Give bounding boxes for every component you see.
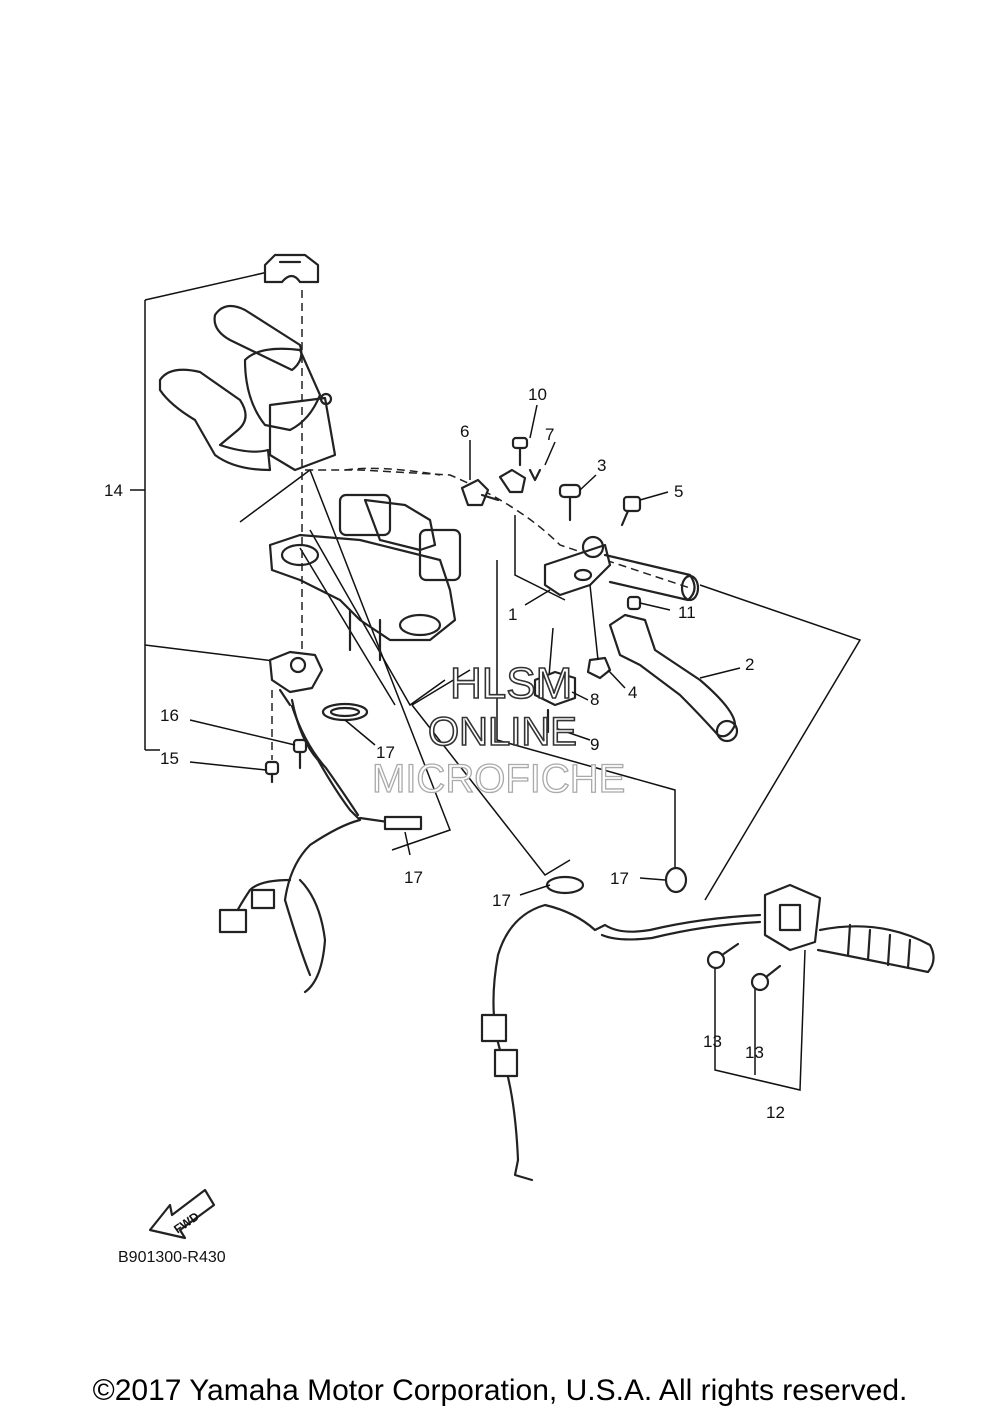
- switch-clamp-top: [263, 253, 320, 284]
- lever-2: [608, 613, 739, 743]
- callout-17-a: 17: [376, 743, 395, 762]
- throttle-cable-line: [344, 467, 441, 476]
- triple-clamp-assembly: [268, 493, 462, 662]
- callout-8: 8: [590, 690, 599, 709]
- callout-17-d: 17: [610, 869, 629, 888]
- left-grip-assembly: [158, 304, 337, 472]
- callout-9: 9: [590, 735, 599, 754]
- screw-15: [264, 760, 280, 784]
- callout-17-c: 17: [492, 891, 511, 910]
- lever-holder-1: [543, 535, 612, 597]
- callout-5: 5: [674, 482, 683, 501]
- nut-4: [586, 656, 626, 689]
- watermark-line-3: MICROFICHE: [372, 757, 625, 801]
- switch-8: [533, 670, 589, 707]
- callout-16: 16: [160, 706, 179, 725]
- screws-13: [706, 942, 782, 992]
- callout-14: 14: [104, 481, 123, 500]
- watermark-line-1: HLSM: [450, 659, 572, 708]
- leader-16: [189, 719, 296, 746]
- callout-11: 11: [678, 603, 696, 622]
- box-17-middle: [411, 560, 676, 880]
- callout-13-b: 13: [745, 1043, 764, 1062]
- callout-17-b: 17: [404, 868, 423, 887]
- left-wire-harness: [218, 698, 423, 994]
- right-wire-harness: [480, 903, 762, 1182]
- handlebar-centerline: [305, 469, 691, 589]
- diagram-code: B901300-R430: [118, 1249, 226, 1266]
- callout-4: 4: [628, 683, 637, 702]
- clamps-17-right: [519, 866, 688, 896]
- callout-1: 1: [508, 605, 517, 624]
- callout-7: 7: [545, 425, 554, 444]
- bolt-5: [620, 491, 669, 527]
- callout-15: 15: [160, 749, 179, 768]
- callout-13-a: 13: [703, 1032, 722, 1051]
- callout-3: 3: [597, 456, 606, 475]
- plate-7: [498, 441, 556, 494]
- bolt-6: [460, 440, 500, 507]
- watermark-line-2: ONLINE: [428, 710, 577, 754]
- screw-16: [292, 738, 308, 770]
- callout-12: 12: [766, 1103, 785, 1122]
- bolt-3: [558, 474, 597, 522]
- callout-10: 10: [528, 385, 547, 404]
- right-switch: [763, 883, 935, 974]
- box-bracket-right: [514, 515, 862, 1091]
- left-switch-lower: [268, 650, 324, 707]
- leader-1: [524, 589, 551, 606]
- screw-10: [511, 404, 538, 467]
- throttle-tube: [603, 553, 700, 602]
- copyright-notice: ©2017 Yamaha Motor Corporation, U.S.A. A…: [92, 1374, 908, 1407]
- fwd-arrow-icon: FWD: [148, 1188, 216, 1240]
- pin-11: [626, 595, 671, 611]
- group-14-bracket: [130, 271, 283, 751]
- leader-2: [699, 667, 741, 679]
- cable-clamp-left: [321, 702, 376, 746]
- screw-9: [546, 708, 591, 741]
- callout-2: 2: [745, 655, 754, 674]
- leader-15: [189, 761, 267, 771]
- pivot-line: [589, 584, 599, 661]
- callout-6: 6: [460, 422, 469, 441]
